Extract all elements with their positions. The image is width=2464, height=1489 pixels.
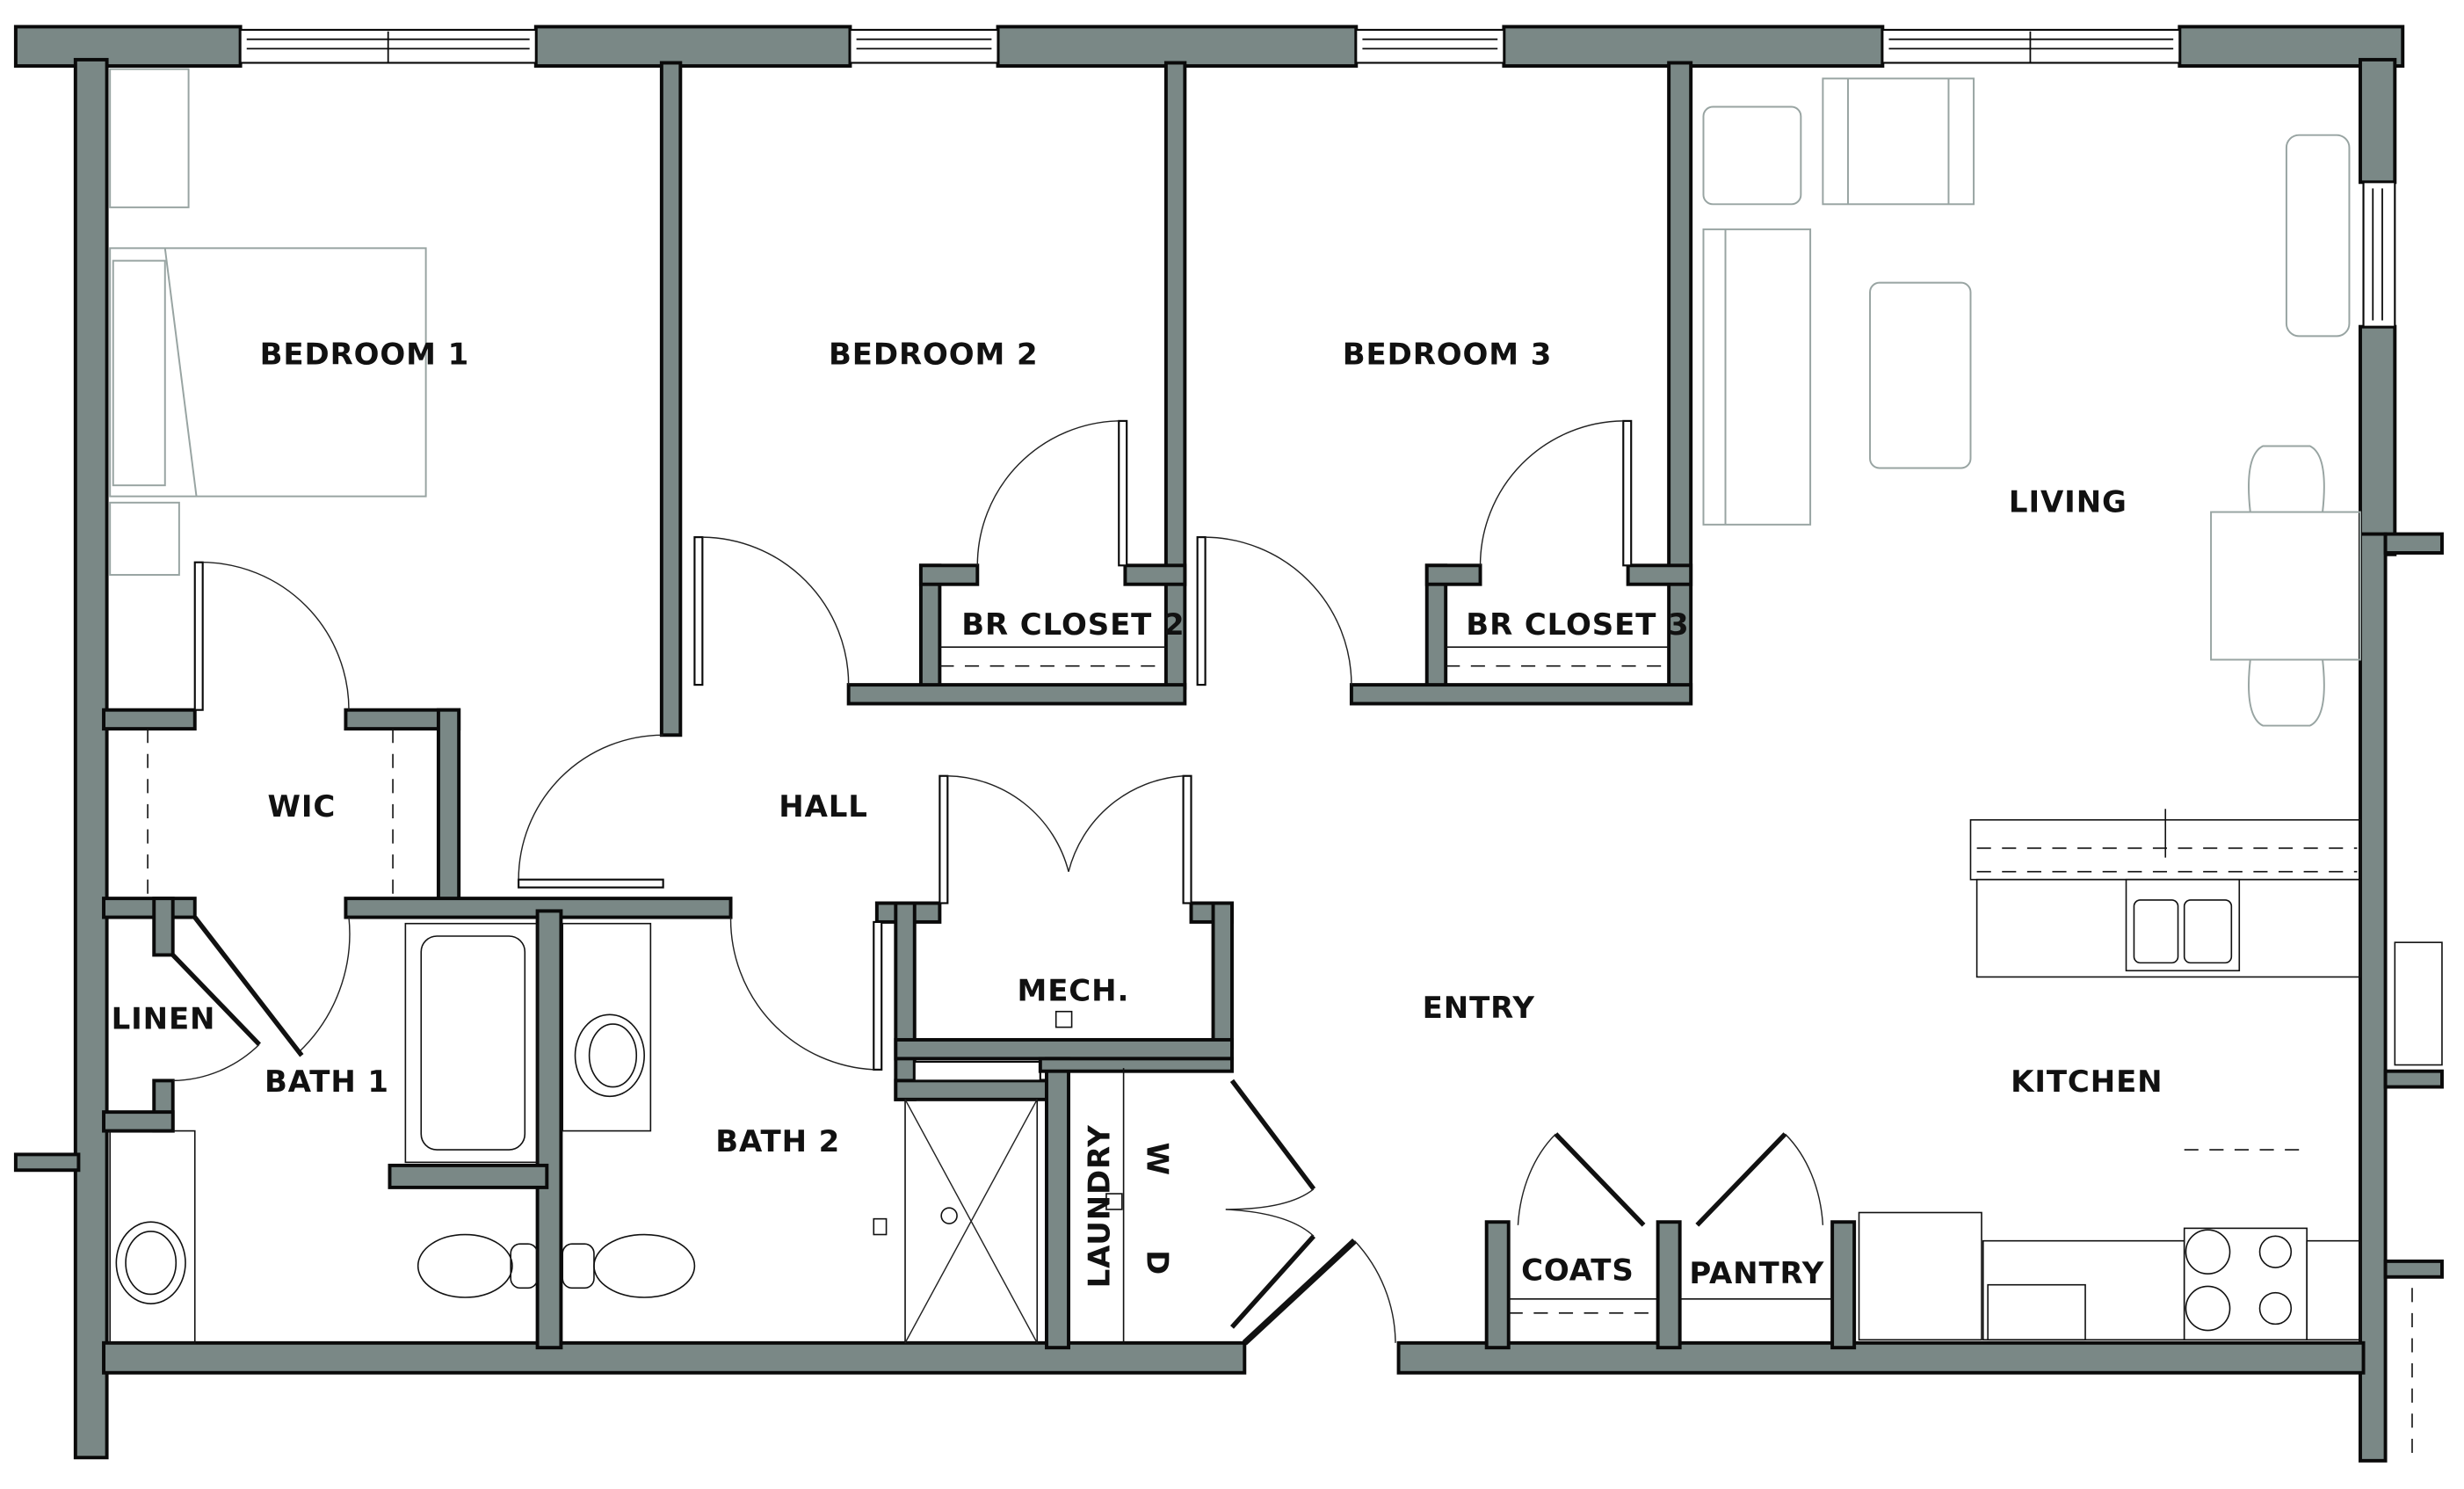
room-labels: BEDROOM 1 BEDROOM 2 BEDROOM 3 LIVING BR …	[112, 338, 2163, 1291]
vanity	[109, 1129, 196, 1344]
counter	[1982, 1239, 2185, 1341]
coffee-table	[1869, 281, 1972, 469]
label-bedroom2: BEDROOM 2	[829, 338, 1038, 373]
dining-chair	[2248, 445, 2325, 512]
furniture	[109, 68, 2361, 727]
dining-chair	[2248, 659, 2325, 727]
dining-table	[2210, 511, 2361, 661]
bathtub	[404, 922, 539, 1164]
media-console	[2285, 134, 2351, 338]
label-mech: MECH.	[1018, 973, 1130, 1008]
label-coats: COATS	[1521, 1253, 1634, 1288]
toilet	[593, 1233, 696, 1298]
toilet	[417, 1233, 513, 1298]
label-bedroom1: BEDROOM 1	[260, 338, 469, 373]
label-bath1: BATH 1	[265, 1064, 389, 1100]
ottoman	[1702, 105, 1802, 206]
label-living: LIVING	[2009, 485, 2127, 520]
dishwasher	[1987, 1283, 2086, 1341]
vanity	[562, 922, 652, 1132]
label-kitchen: KITCHEN	[2011, 1064, 2163, 1100]
label-bedroom3: BEDROOM 3	[1343, 338, 1552, 373]
label-laundry: LAUNDRY	[1083, 1124, 1118, 1288]
dresser	[109, 68, 190, 208]
fixtures	[109, 646, 2443, 1461]
label-linen: LINEN	[112, 1001, 216, 1036]
interior-walls	[102, 61, 1857, 1350]
bed	[109, 247, 427, 498]
shower	[904, 1099, 1039, 1344]
label-bath2: BATH 2	[715, 1124, 840, 1159]
sofa	[1702, 228, 1812, 526]
label-washer: W	[1139, 1143, 1174, 1176]
nightstand	[109, 501, 180, 576]
label-br-closet3: BR CLOSET 3	[1466, 607, 1689, 643]
exterior-walls	[13, 25, 2444, 1463]
label-dryer: D	[1139, 1250, 1174, 1275]
label-entry: ENTRY	[1423, 991, 1535, 1026]
doors	[170, 419, 1824, 1346]
refrigerator	[1858, 1211, 1982, 1341]
kitchen-sink	[2125, 878, 2241, 972]
range	[2183, 1227, 2308, 1341]
windows	[239, 28, 2396, 328]
sink	[574, 1013, 645, 1098]
armchair	[1822, 77, 1975, 206]
label-hall: HALL	[779, 789, 868, 824]
sink	[115, 1221, 186, 1304]
label-br-closet2: BR CLOSET 2	[961, 607, 1185, 643]
label-wic: WIC	[267, 789, 336, 824]
label-pantry: PANTRY	[1689, 1256, 1824, 1291]
